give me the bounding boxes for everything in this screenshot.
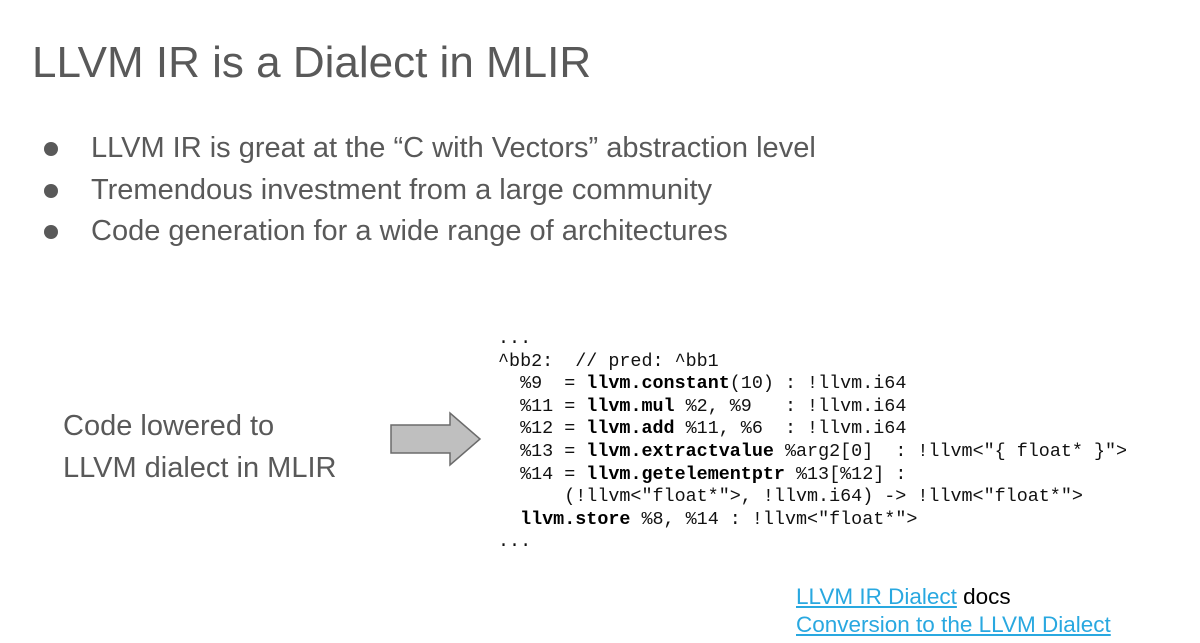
- lowered-caption: Code lowered to LLVM dialect in MLIR: [63, 405, 336, 489]
- bullet-dot-icon: [44, 183, 58, 198]
- code-line: %14 = llvm.getelementptr %13[%12] :: [498, 463, 907, 485]
- bullet-item: Tremendous investment from a large commu…: [40, 170, 816, 212]
- code-op: llvm.getelementptr: [586, 463, 785, 485]
- bullet-text: Tremendous investment from a large commu…: [91, 173, 713, 206]
- reference-links: LLVM IR Dialect docs Conversion to the L…: [796, 583, 1111, 639]
- bullet-list: LLVM IR is great at the “C with Vectors”…: [40, 128, 816, 253]
- code-op: llvm.add: [586, 418, 675, 440]
- conversion-line: Conversion to the LLVM Dialect: [796, 611, 1111, 639]
- bullet-item: LLVM IR is great at the “C with Vectors”…: [40, 128, 816, 170]
- code-line: %11 = llvm.mul %2, %9 : !llvm.i64: [498, 395, 907, 417]
- bullet-dot-icon: [44, 225, 58, 239]
- code-line: ...: [498, 531, 532, 553]
- code-op: llvm.store: [520, 508, 631, 530]
- code-line: llvm.store %8, %14 : !llvm<"float*">: [520, 508, 918, 530]
- slide-title: LLVM IR is a Dialect in MLIR: [32, 38, 592, 87]
- code-op: llvm.mul: [586, 395, 675, 417]
- code-block: ... ^bb2: // pred: ^bb1 %9 = llvm.consta…: [498, 328, 1127, 554]
- code-line: (!llvm<"float*">, !llvm.i64) -> !llvm<"f…: [498, 486, 1083, 508]
- docs-line: LLVM IR Dialect docs: [796, 583, 1111, 611]
- docs-label: docs: [956, 584, 1011, 609]
- bullet-text: LLVM IR is great at the “C with Vectors”…: [91, 132, 816, 164]
- code-line: ^bb2: // pred: ^bb1: [498, 350, 719, 372]
- bullet-text: Code generation for a wide range of arch…: [91, 215, 728, 247]
- code-op: llvm.constant: [586, 373, 730, 395]
- code-line: %13 = llvm.extractvalue %arg2[0] : !llvm…: [498, 440, 1128, 462]
- right-arrow-icon: [390, 411, 482, 467]
- bullet-dot-icon: [44, 142, 58, 156]
- code-line: %12 = llvm.add %11, %6 : !llvm.i64: [498, 418, 907, 440]
- llvm-ir-dialect-link[interactable]: LLVM IR Dialect: [796, 584, 957, 609]
- code-line: ...: [498, 328, 532, 349]
- bullet-item: Code generation for a wide range of arch…: [40, 211, 816, 253]
- lowered-caption-line: Code lowered to: [63, 410, 275, 442]
- code-op: llvm.extractvalue: [586, 440, 774, 462]
- conversion-link[interactable]: Conversion to the LLVM Dialect: [796, 612, 1111, 637]
- lowered-caption-line: LLVM dialect in MLIR: [63, 452, 337, 484]
- code-line: %9 = llvm.constant(10) : !llvm.i64: [498, 373, 907, 395]
